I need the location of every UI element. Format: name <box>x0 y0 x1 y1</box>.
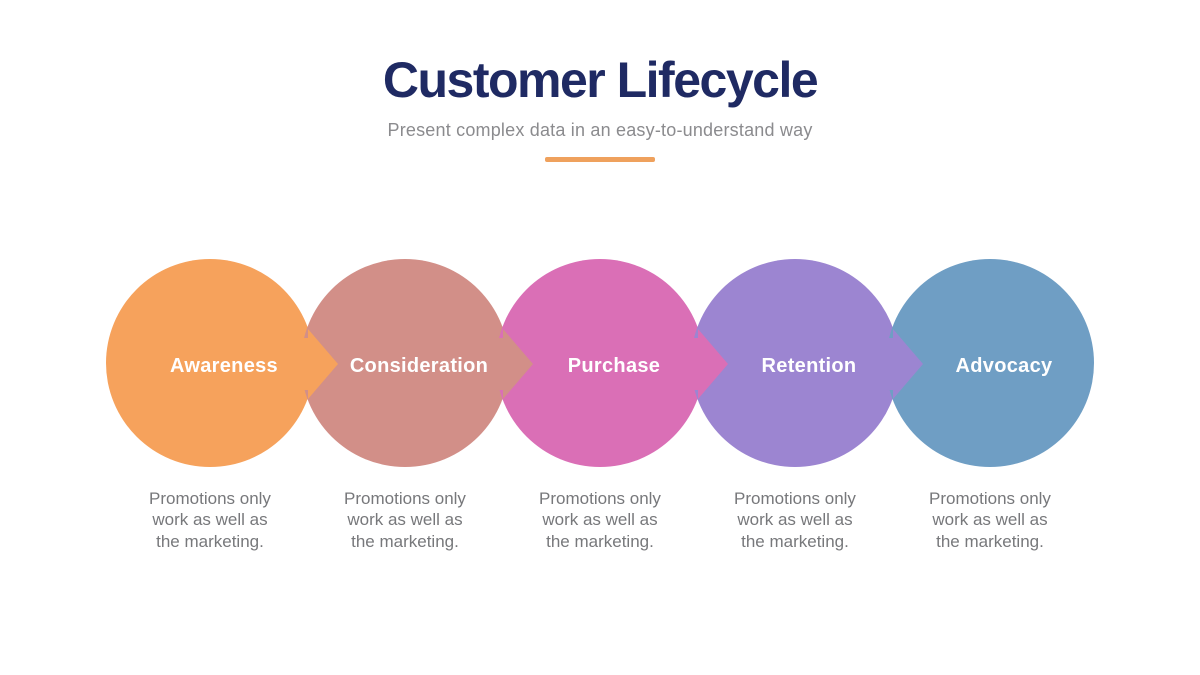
arrow-right-shape <box>658 329 728 399</box>
page-subtitle: Present complex data in an easy-to-under… <box>387 120 813 140</box>
stage-description: Promotions only work as well as the mark… <box>929 489 1051 551</box>
stage-description: Promotions only work as well as the mark… <box>344 489 466 551</box>
stage-description: Promotions only work as well as the mark… <box>539 489 661 551</box>
arrow-right-shape <box>268 329 338 399</box>
title-underline-accent <box>545 157 655 162</box>
arrow-right-icon <box>268 329 338 399</box>
arrow-right-icon <box>658 329 728 399</box>
arrow-right-shape <box>463 329 533 399</box>
arrow-right-icon <box>853 329 923 399</box>
arrow-right-shape <box>853 329 923 399</box>
stage-description: Promotions only work as well as the mark… <box>734 489 856 551</box>
page-title: Customer Lifecycle <box>382 52 819 108</box>
arrow-right-icon <box>463 329 533 399</box>
stage-description: Promotions only work as well as the mark… <box>149 489 271 551</box>
